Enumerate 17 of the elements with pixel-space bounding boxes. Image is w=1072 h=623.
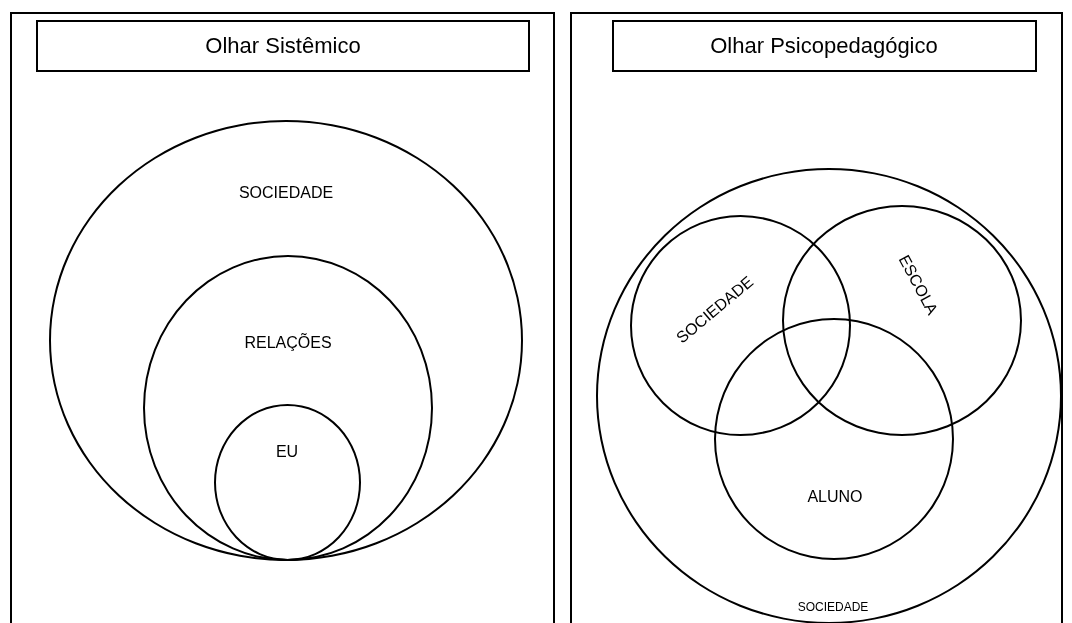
title-text: Olhar Psicopedagógico xyxy=(710,33,938,59)
circle-label: SOCIEDADE xyxy=(797,600,869,614)
circle xyxy=(143,255,433,561)
circle xyxy=(782,205,1022,436)
panel-frame xyxy=(10,12,555,623)
circle xyxy=(49,120,523,561)
circle xyxy=(214,404,361,561)
title-box xyxy=(612,20,1037,72)
title-text: Olhar Sistêmico xyxy=(205,33,361,59)
title-box xyxy=(36,20,530,72)
circle-label: ALUNO xyxy=(807,488,863,506)
circle xyxy=(630,215,851,436)
circle-label: RELAÇÕES xyxy=(244,334,332,352)
panel-frame xyxy=(570,12,1063,623)
circle-label: SOCIEDADE xyxy=(238,184,334,202)
circle-label: EU xyxy=(275,443,299,461)
circle xyxy=(596,168,1062,623)
